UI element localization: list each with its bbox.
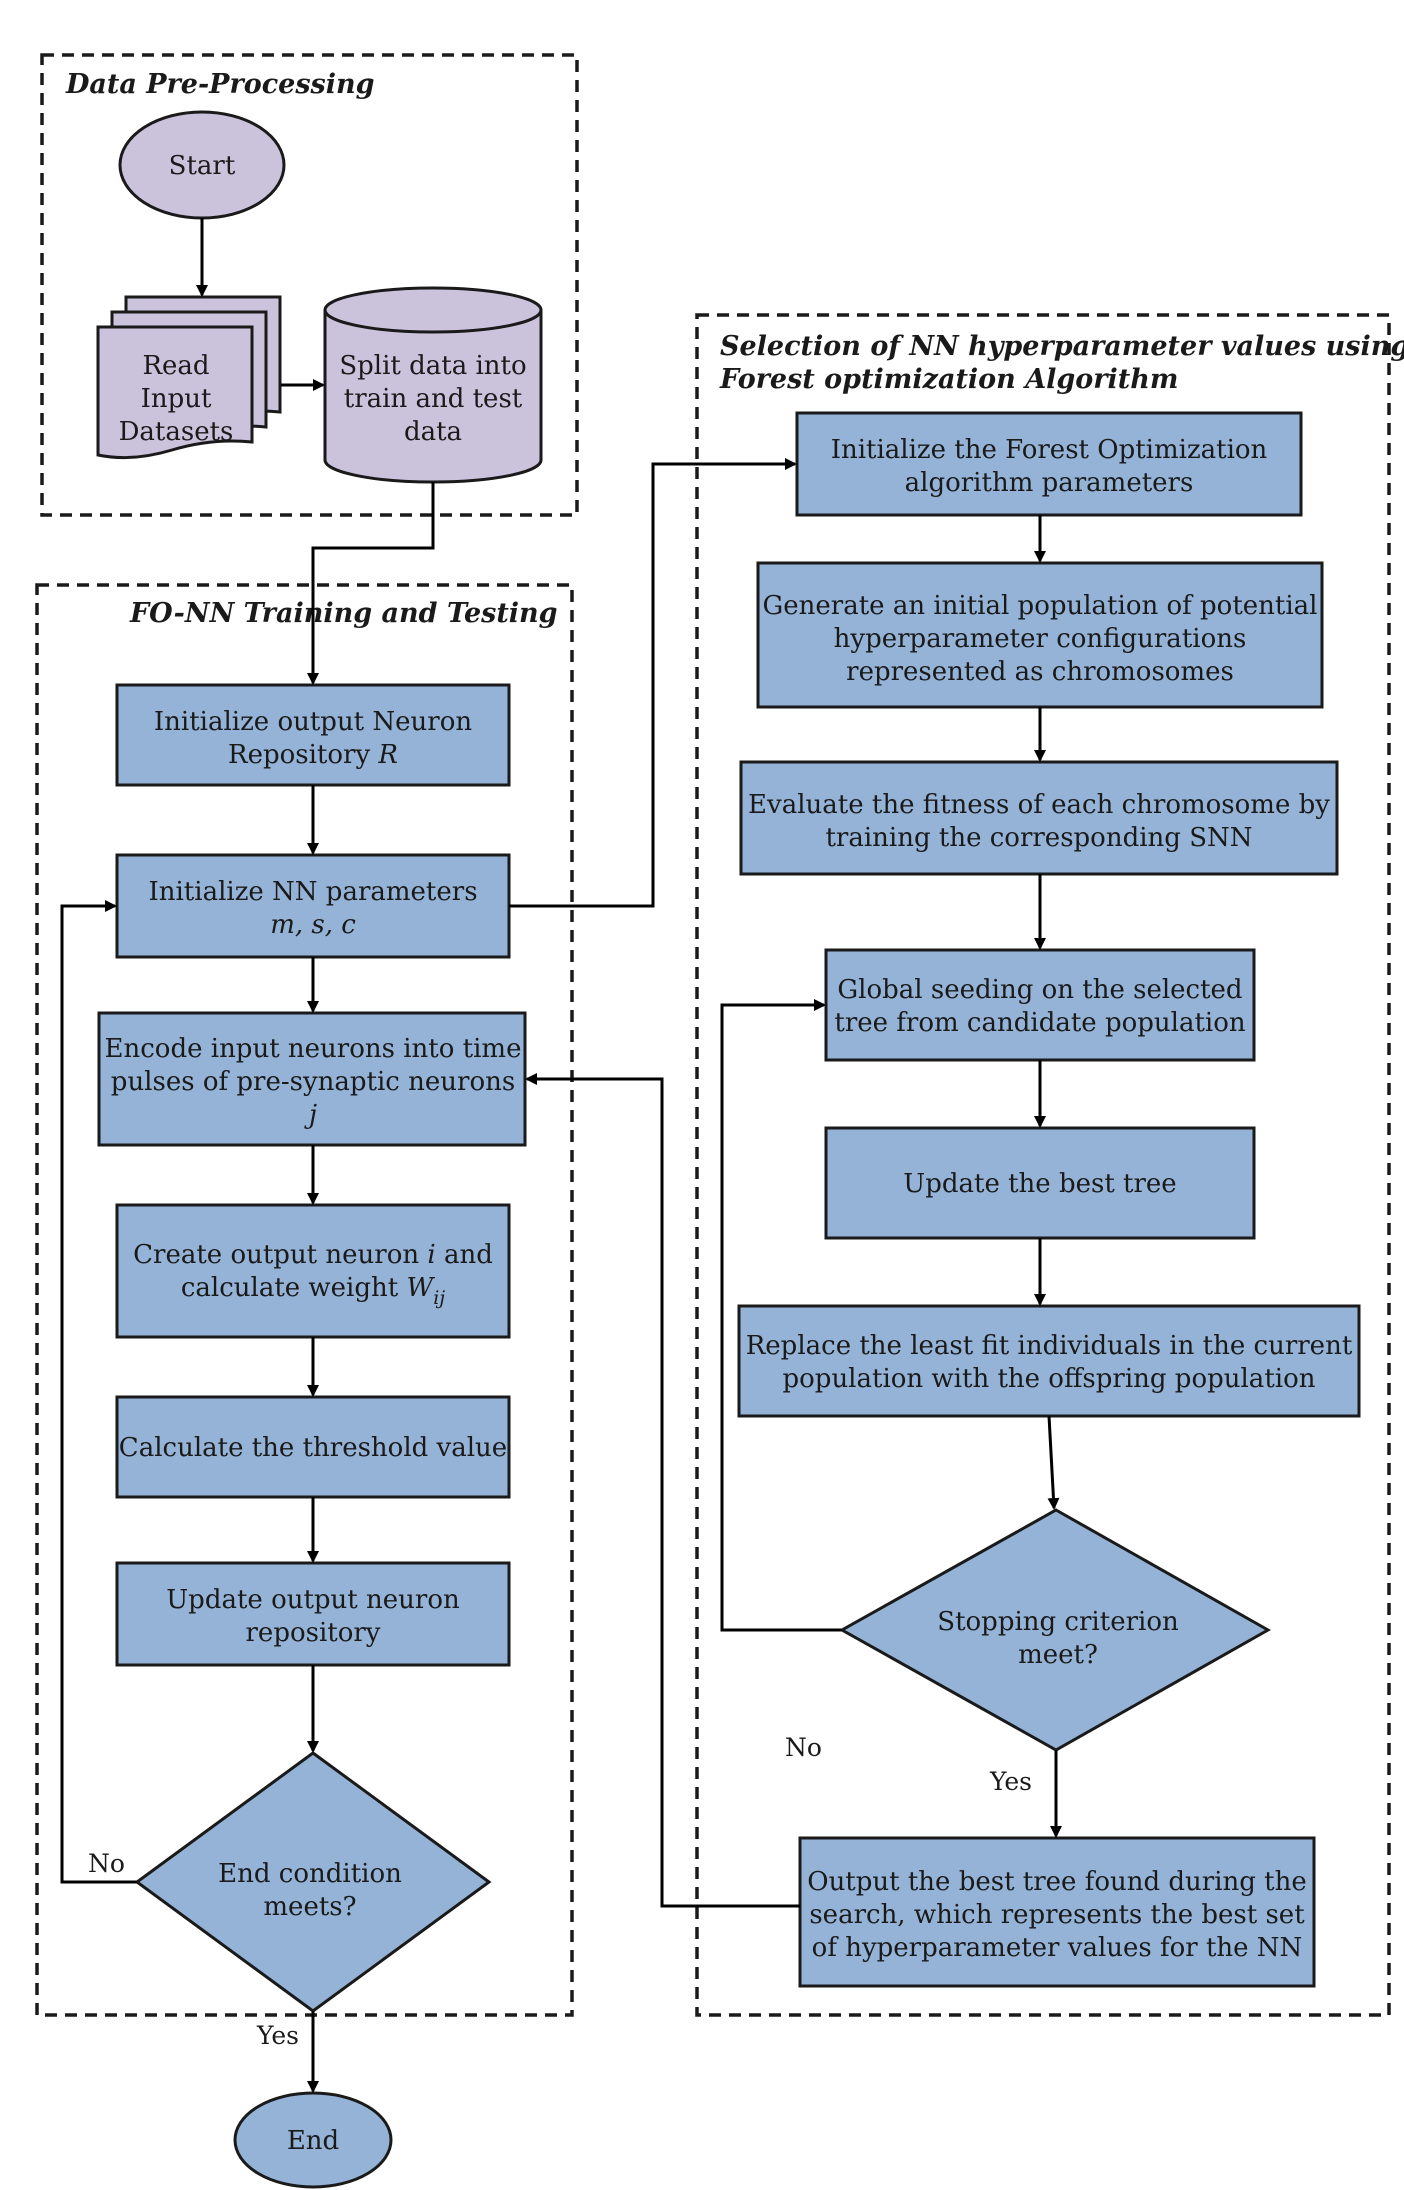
output-line2: search, which represents the best set <box>809 1900 1305 1930</box>
read-datasets-node <box>96 295 282 460</box>
selection-yes-label: Yes <box>989 1767 1032 1796</box>
stopping-criterion-line2: meet? <box>1018 1640 1098 1670</box>
output-best-tree-box <box>798 1836 1316 1988</box>
init-nn-params-line2: m, s, c <box>270 910 356 940</box>
init-fo-line1: Initialize the Forest Optimization <box>831 435 1268 465</box>
evaluate-fitness-box <box>739 760 1339 876</box>
arrow-init-nn-to-init-fo <box>509 458 797 908</box>
training-group <box>35 583 574 2017</box>
update-repository-line1: Update output neuron <box>166 1585 460 1615</box>
update-repository-line2: repository <box>246 1618 381 1648</box>
split-data-node <box>323 286 543 484</box>
generate-population-box <box>756 561 1324 709</box>
read-label-line1: Read <box>142 351 209 381</box>
generate-line3: represented as chromosomes <box>846 657 1234 687</box>
selection-group-title-line1: Selection of NN hyperparameter values us… <box>720 331 1404 362</box>
encode-line2: pulses of pre-synaptic neurons <box>111 1067 515 1097</box>
selection-group <box>695 313 1391 2017</box>
threshold-label: Calculate the threshold value <box>119 1433 507 1463</box>
split-label-line2: train and test <box>344 384 523 414</box>
read-label-line3: Datasets <box>119 417 234 447</box>
end-condition-line1: End condition <box>218 1859 402 1889</box>
training-group-title: FO-NN Training and Testing <box>129 598 558 629</box>
init-repository-box <box>115 683 511 787</box>
selection-no-label: No <box>785 1733 822 1762</box>
update-best-tree-label: Update the best tree <box>903 1169 1176 1199</box>
generate-line2: hyperparameter configurations <box>834 624 1247 654</box>
arrow-output-to-encode <box>525 1073 800 1908</box>
global-seeding-box <box>824 948 1256 1062</box>
training-yes-label: Yes <box>256 2021 299 2050</box>
evaluate-line2: training the corresponding SNN <box>825 823 1252 853</box>
selection-group-title-line2: Forest optimization Algorithm <box>719 364 1178 395</box>
preprocessing-group-title: Data Pre-Processing <box>65 69 375 100</box>
replace-line2: population with the offspring population <box>783 1364 1316 1394</box>
update-best-tree-box <box>824 1126 1256 1240</box>
end-terminal <box>233 2091 393 2189</box>
evaluate-line1: Evaluate the fitness of each chromosome … <box>748 790 1330 820</box>
output-line1: Output the best tree found during the <box>807 1867 1307 1897</box>
arrow-split-to-init-repository <box>307 482 435 685</box>
arrow-decision-no-loop <box>60 900 137 1884</box>
init-repository-line1: Initialize output Neuron <box>154 707 472 737</box>
create-neuron-line1: Create output neuron i and <box>133 1240 493 1270</box>
seeding-line1: Global seeding on the selected <box>837 975 1242 1005</box>
end-condition-line2: meets? <box>263 1892 356 1922</box>
update-repository-box <box>115 1561 511 1667</box>
encode-line1: Encode input neurons into time <box>105 1034 522 1064</box>
init-nn-params-line1: Initialize NN parameters <box>148 877 477 907</box>
arrow-replace-to-stopping <box>1047 1415 1060 1510</box>
training-no-label: No <box>88 1849 125 1878</box>
preprocessing-group <box>40 53 579 517</box>
stopping-criterion-line1: Stopping criterion <box>937 1607 1179 1637</box>
start-label: Start <box>169 151 236 181</box>
arrow-stopping-no-loop <box>720 999 842 1632</box>
seeding-line2: tree from candidate population <box>834 1008 1245 1038</box>
generate-line1: Generate an initial population of potent… <box>763 591 1318 621</box>
replace-least-fit-box <box>737 1304 1361 1418</box>
replace-line1: Replace the least fit individuals in the… <box>746 1331 1353 1361</box>
split-label-line3: data <box>404 417 462 447</box>
end-label: End <box>287 2126 339 2156</box>
split-label-line1: Split data into <box>339 351 526 381</box>
init-nn-params-box <box>115 853 511 959</box>
output-line3: of hyperparameter values for the NN <box>812 1933 1303 1963</box>
create-neuron-box <box>115 1203 511 1339</box>
create-neuron-line2: calculate weight Wij <box>181 1273 445 1309</box>
read-label-line2: Input <box>141 384 212 414</box>
encode-neurons-box <box>97 1011 527 1147</box>
init-repository-line2: Repository R <box>228 740 398 770</box>
init-fo-box <box>795 411 1303 517</box>
init-fo-line2: algorithm parameters <box>905 468 1194 498</box>
